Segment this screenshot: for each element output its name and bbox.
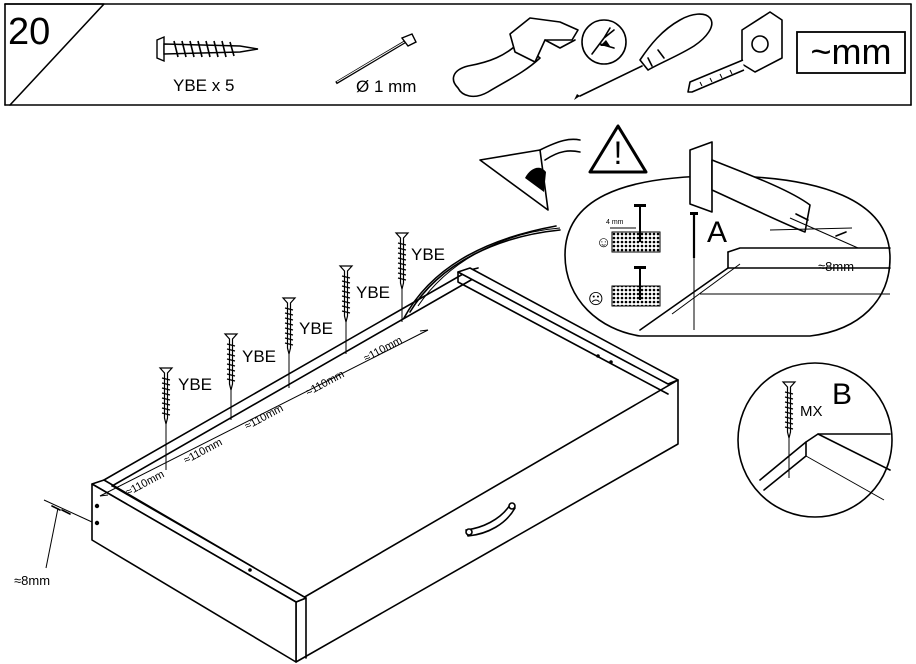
header-bar: 20 YBE x 5 Ø 1 mm <box>4 3 912 106</box>
measure-label: ~mm <box>811 31 892 72</box>
drawer-handle <box>465 502 516 537</box>
screw-label-5: YBE <box>411 245 445 264</box>
screw-count-label: YBE x 5 <box>173 76 234 95</box>
detail-a-letter: A <box>707 216 727 249</box>
screw-icon <box>156 35 259 63</box>
warning-icon: ! <box>588 124 648 174</box>
correct-nail-illustration: ☺ 4 mm <box>596 204 661 253</box>
screwdriver-icon <box>574 13 713 100</box>
hammer-icon <box>689 141 811 233</box>
drawer-front <box>295 379 679 663</box>
step-number: 20 <box>8 11 50 53</box>
edge-offset-dimension <box>43 499 93 569</box>
detail-b-screw-label: MX <box>800 403 823 420</box>
phillips-bit-icon <box>581 19 627 65</box>
screw-label-1: YBE <box>178 375 212 394</box>
measure-label-box: ~mm <box>796 31 906 74</box>
detail-b-letter: B <box>832 378 852 411</box>
detail-a-circle: ! ☺ 4 mm ☹ <box>564 124 891 337</box>
nail-icon <box>335 33 417 85</box>
detail-b-circle: MX B <box>737 362 893 518</box>
nail-icon <box>690 212 698 330</box>
drawer-side-right <box>457 267 679 385</box>
screw-label-3: YBE <box>299 319 333 338</box>
spacing-dimensions <box>99 329 429 497</box>
step-badge: 20 <box>4 3 105 106</box>
nail-diameter-label: Ø 1 mm <box>356 77 416 96</box>
smiley-icon: ☺ <box>596 234 611 251</box>
tape-measure-icon <box>687 11 783 93</box>
screw-markers <box>159 232 409 470</box>
drawer-assembly <box>91 267 679 663</box>
hammer-icon <box>452 17 579 98</box>
screw-label-2: YBE <box>242 347 276 366</box>
svg-text:!: ! <box>614 135 623 171</box>
detail-a-offset-dimension <box>769 213 859 249</box>
incorrect-nail-illustration: ☹ <box>588 266 661 308</box>
nail-depth-label: 4 mm <box>606 219 624 226</box>
frown-icon: ☹ <box>588 291 604 308</box>
edge-offset-label: ≈8mm <box>14 573 50 588</box>
callout-arrow <box>403 138 581 319</box>
detail-a-offset-label: ≈8mm <box>818 259 854 274</box>
screw-label-4: YBE <box>356 283 390 302</box>
